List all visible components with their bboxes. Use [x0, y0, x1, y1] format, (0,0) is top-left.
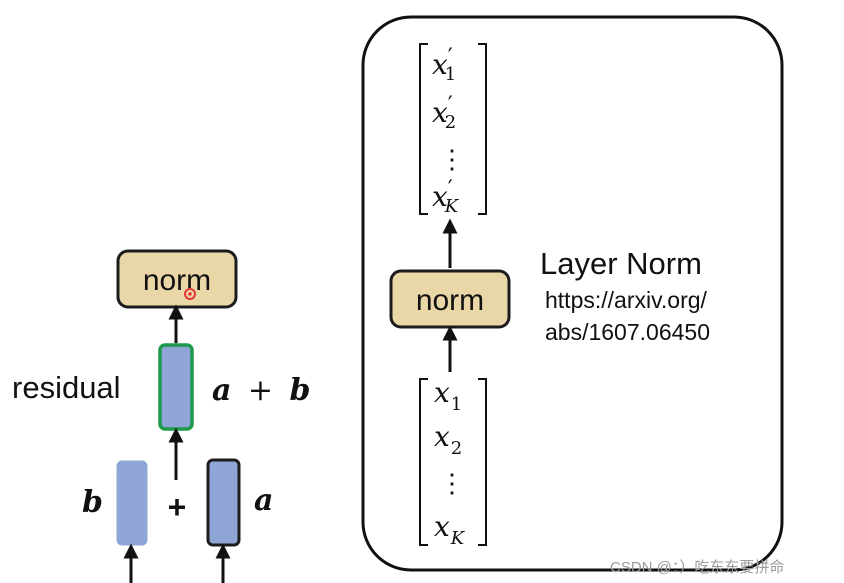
output-vector: x′1 x′2 ⋮ x′K: [419, 43, 487, 217]
left-residual-diagram: norm residual a + b b + a: [12, 249, 310, 583]
cursor-dot-center: [188, 292, 192, 296]
input-xK: xK: [434, 510, 466, 549]
input-left-bracket: [419, 378, 428, 546]
sum-plus: +: [248, 373, 273, 408]
paper-url-line1: https://arxiv.org/: [545, 287, 708, 313]
output-right-bracket: [478, 43, 487, 215]
residual-label: residual: [12, 370, 121, 405]
sum-expression: a + b: [212, 373, 310, 408]
cursor-dot: [184, 288, 196, 300]
residual-sum-vector: [158, 343, 194, 431]
input-right-bracket: [478, 378, 487, 546]
output-x2: x′2: [432, 93, 456, 133]
input-vector-a: [206, 458, 241, 547]
input-a-label: a: [254, 483, 273, 518]
output-x1: x′1: [432, 45, 456, 85]
input-x1: x1: [434, 376, 462, 415]
output-left-bracket: [419, 43, 428, 215]
right-norm-label: norm: [416, 284, 484, 317]
input-dots: ⋮: [439, 469, 465, 499]
input-b-label: b: [82, 485, 103, 520]
layer-norm-panel: x′1 x′2 ⋮ x′K norm Layer Norm https://ar…: [361, 15, 784, 572]
sum-b: b: [290, 373, 311, 408]
input-vector-b: [116, 460, 148, 546]
panel-border: [361, 15, 784, 572]
output-dots: ⋮: [439, 145, 465, 175]
sum-a: a: [212, 373, 231, 408]
csdn-watermark: CSDN @：）吃东东要拼命: [610, 558, 784, 576]
input-vector: x1 x2 ⋮ xK: [419, 376, 487, 549]
input-x2: x2: [434, 420, 462, 459]
plus-sign: +: [168, 489, 187, 525]
paper-url-line2: abs/1607.06450: [545, 319, 710, 345]
output-xK: x′K: [432, 177, 460, 217]
left-norm-label: norm: [143, 264, 211, 297]
layer-norm-title: Layer Norm: [540, 246, 702, 281]
